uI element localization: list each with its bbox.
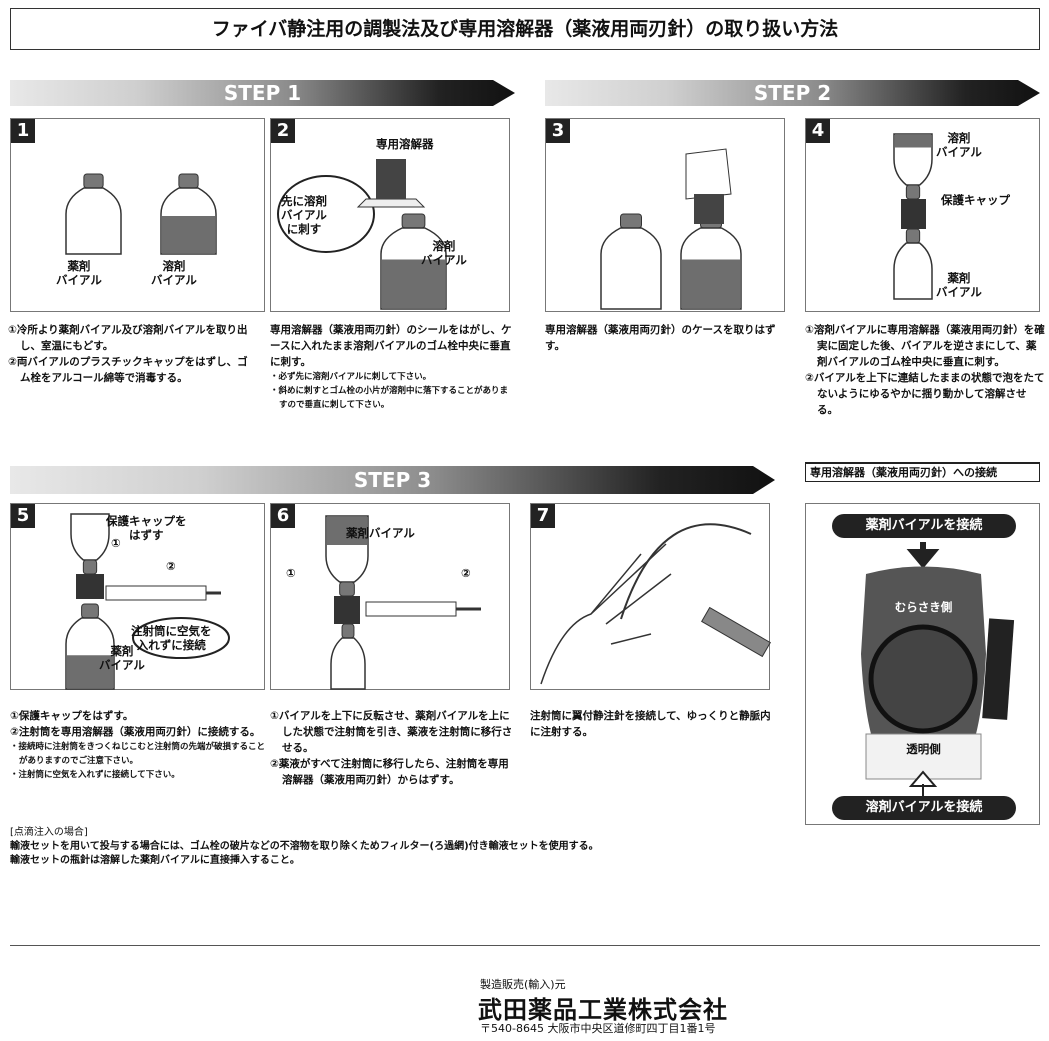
instruction-text: ②薬液がすべて注射筒に移行したら、注射筒を専用溶解器（薬液用両刃針）からはずす。 — [270, 758, 509, 786]
connect-solvent-vial-label: 溶剤バイアルを接続 — [832, 796, 1016, 820]
illustration-label: ② — [166, 559, 176, 573]
connection-diagram: 薬剤バイアルを接続 むらさき側 透明側 溶剤バイアルを接続 — [805, 503, 1040, 825]
illustration-label: ① — [286, 566, 296, 580]
illustration-label: 先に溶剤 バイアル に刺す — [281, 194, 327, 236]
company-address: 〒540-8645 大阪市中央区道修町四丁目1番1号 — [480, 1022, 716, 1035]
company-name: 武田薬品工業株式会社 — [478, 996, 728, 1024]
step-number-badge: 5 — [11, 504, 35, 528]
illustration-label: 薬剤 バイアル — [56, 259, 102, 287]
step-6-illustration — [325, 515, 481, 690]
illustration-label: ② — [461, 566, 471, 580]
instruction-note: ・注射筒に空気を入れずに接続して下さい。 — [10, 770, 180, 780]
step-number-badge: 4 — [806, 119, 830, 143]
step-2-illustration — [277, 159, 447, 310]
footer-divider — [10, 945, 1040, 946]
purple-side-label: むらさき側 — [894, 600, 953, 614]
instruction-note: ・必ず先に溶剤バイアルに刺して下さい。 — [270, 372, 432, 382]
step-4-illustration — [893, 133, 933, 300]
connect-drug-vial-label: 薬剤バイアルを接続 — [832, 514, 1016, 538]
step-7-illustration — [540, 523, 771, 685]
step-number-badge: 1 — [11, 119, 35, 143]
illustration-label: 溶剤 バイアル — [151, 259, 197, 287]
illustration-label: 薬剤バイアル — [346, 526, 415, 540]
instruction-text: 専用溶解器（薬液用両刃針）のシールをはがし、ケースに入れたまま溶剤バイアルのゴム… — [270, 324, 512, 368]
drip-infusion-section: [点滴注入の場合] 輸液セットを用いて投与する場合には、ゴム栓の破片などの不溶物… — [10, 826, 599, 868]
step-3-instructions: 専用溶解器（薬液用両刃針）のケースを取りはずす。 — [545, 322, 790, 354]
illustration-label: 専用溶解器 — [376, 137, 434, 151]
step-4-instructions: ①溶剤バイアルに専用溶解器（薬液用両刃針）を確実に固定した後、バイアルを逆さまに… — [805, 322, 1045, 418]
step-2-instructions: 専用溶解器（薬液用両刃針）のシールをはがし、ケースに入れたまま溶剤バイアルのゴム… — [270, 322, 515, 412]
step-panel-1: 1 薬剤 バイアル 溶剤 バイアル — [10, 118, 265, 312]
step-number-badge: 7 — [531, 504, 555, 528]
illustration-label: 保護キャップ — [941, 193, 1010, 207]
step-5-illustration — [65, 513, 230, 690]
step-5-instructions: ①保護キャップをはずす。 ②注射筒を専用溶解器（薬液用両刃針）に接続する。・接続時… — [10, 708, 265, 782]
instruction-text: ①冷所より薬剤バイアル及び溶剤バイアルを取り出し、室温にもどす。 — [8, 324, 248, 352]
step-3-banner: STEP 3 — [10, 466, 775, 494]
instruction-text: ②両バイアルのプラスチックキャップをはずし、ゴム栓をアルコール綿等で消毒する。 — [8, 356, 248, 384]
instruction-text: ②バイアルを上下に連結したままの状態で泡をたてないようにゆるやかに揺り動かして溶… — [805, 372, 1045, 416]
drip-line: 輸液セットを用いて投与する場合には、ゴム栓の破片などの不溶物を取り除くためフィル… — [10, 841, 599, 852]
drip-heading: [点滴注入の場合] — [10, 827, 88, 838]
step-1-instructions: ①冷所より薬剤バイアル及び溶剤バイアルを取り出し、室温にもどす。 ②両バイアルのプ… — [8, 322, 258, 386]
illustration-label: 薬剤 バイアル — [936, 271, 982, 299]
step-3-illustration — [600, 148, 742, 310]
step-number-badge: 3 — [546, 119, 570, 143]
illustration-label: 溶剤 バイアル — [421, 239, 467, 267]
step-2-banner: STEP 2 — [545, 80, 1040, 106]
illustration-label: 溶剤 バイアル — [936, 131, 982, 159]
drip-line: 輸液セットの瓶針は溶解した薬剤バイアルに直接挿入すること。 — [10, 855, 300, 866]
manufacturer-role: 製造販売(輸入)元 — [480, 978, 566, 991]
instruction-text: ①溶剤バイアルに専用溶解器（薬液用両刃針）を確実に固定した後、バイアルを逆さまに… — [805, 324, 1045, 368]
illustration-label: 保護キャップを はずす — [106, 514, 187, 542]
instruction-text: ②注射筒を専用溶解器（薬液用両刃針）に接続する。 — [10, 726, 261, 738]
step-panel-2: 2 専用溶解器先に溶剤 バイアル に刺す溶剤 バイアル — [270, 118, 510, 312]
instruction-text: 注射筒に翼付静注針を接続して、ゆっくりと静脈内に注射する。 — [530, 710, 771, 738]
dual-needle-illustration — [861, 542, 1015, 796]
step-number-badge: 2 — [271, 119, 295, 143]
step-panel-4: 4 溶剤 バイアル保護キャップ薬剤 バイアル — [805, 118, 1040, 312]
instruction-note: ・斜めに刺すとゴム栓の小片が溶剤中に落下することがありますので垂直に刺して下さい… — [270, 386, 509, 410]
step-1-illustration — [65, 173, 217, 255]
step-number-badge: 6 — [271, 504, 295, 528]
step-panel-3: 3 — [545, 118, 785, 312]
document-title: ファイバ静注用の調製法及び専用溶解器（薬液用両刃針）の取り扱い方法 — [10, 8, 1040, 50]
clear-side-label: 透明側 — [906, 742, 941, 756]
step-6-instructions: ①バイアルを上下に反転させ、薬剤バイアルを上にした状態で注射筒を引き、薬液を注射… — [270, 708, 515, 788]
instruction-text: 専用溶解器（薬液用両刃針）のケースを取りはずす。 — [545, 324, 776, 352]
step-panel-7: 7 — [530, 503, 771, 690]
step-7-instructions: 注射筒に翼付静注針を接続して、ゆっくりと静脈内に注射する。 — [530, 708, 775, 740]
instruction-text: ①バイアルを上下に反転させ、薬剤バイアルを上にした状態で注射筒を引き、薬液を注射… — [270, 710, 513, 754]
illustration-label: 注射筒に空気を 入れずに接続 — [131, 624, 212, 652]
illustration-label: 薬剤 バイアル — [99, 644, 145, 672]
step-panel-6: 6 薬剤バイアル ① ② — [270, 503, 510, 690]
step-1-banner: STEP 1 — [10, 80, 515, 106]
connection-header: 専用溶解器（薬液用両刃針）への接続 — [805, 462, 1040, 482]
illustration-label: ① — [111, 536, 121, 550]
instruction-note: ・接続時に注射筒をきつくねじこむと注射筒の先端が破損することがありますのでご注意… — [10, 742, 266, 766]
instruction-text: ①保護キャップをはずす。 — [10, 710, 134, 722]
